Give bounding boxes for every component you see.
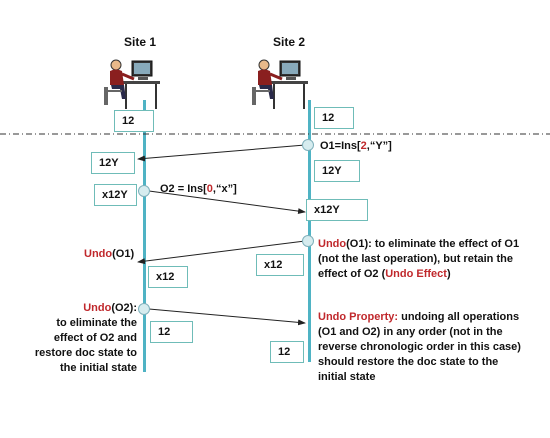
site2-state-after-undo-o1: x12 [256,254,304,276]
site2-undo-o1-description: Undo(O1): to eliminate the effect of O1 … [318,238,520,280]
undo-o1-arrow [137,240,306,265]
o1-label: O1=Ins[2,“Y”] [320,140,392,152]
site2-state-after-o1: 12Y [314,160,360,182]
site1-state-after-o2: x12Y [94,184,137,206]
site2-undo-o1-event-dot [302,235,314,247]
site1-title: Site 1 [124,35,157,49]
site2-state-initial: 12 [314,107,354,129]
site1-timeline [143,100,146,372]
site1-computer-user-icon [104,59,160,109]
site1-state-after-undo-o2: 12 [150,321,193,343]
site2-o1-event-dot [302,139,314,151]
o2-label: O2 = Ins[0,“x”] [160,183,237,195]
site2-state-after-o2: x12Y [306,199,368,221]
site1-undo-o2-description: Undo(O2): to eliminate the effect of O2 … [34,302,137,374]
site2-timeline [308,100,311,362]
site1-undo-o1-label: Undo(O1) [84,248,135,260]
site2-title: Site 2 [273,35,306,49]
undo-property-description: Undo Property: undoing all operations (O… [318,311,521,383]
site1-state-after-o1: 12Y [91,152,135,174]
site2-computer-user-icon [252,59,308,109]
site1-state-initial: 12 [114,110,154,132]
undo-o2-arrow [148,308,306,326]
site1-o2-event-dot [138,185,150,197]
site1-undo-o2-event-dot [138,303,150,315]
o2-arrow [148,190,306,215]
o1-arrow [137,144,306,162]
site1-state-after-undo-o1: x12 [148,266,188,288]
site2-state-after-undo-o2: 12 [270,341,304,363]
